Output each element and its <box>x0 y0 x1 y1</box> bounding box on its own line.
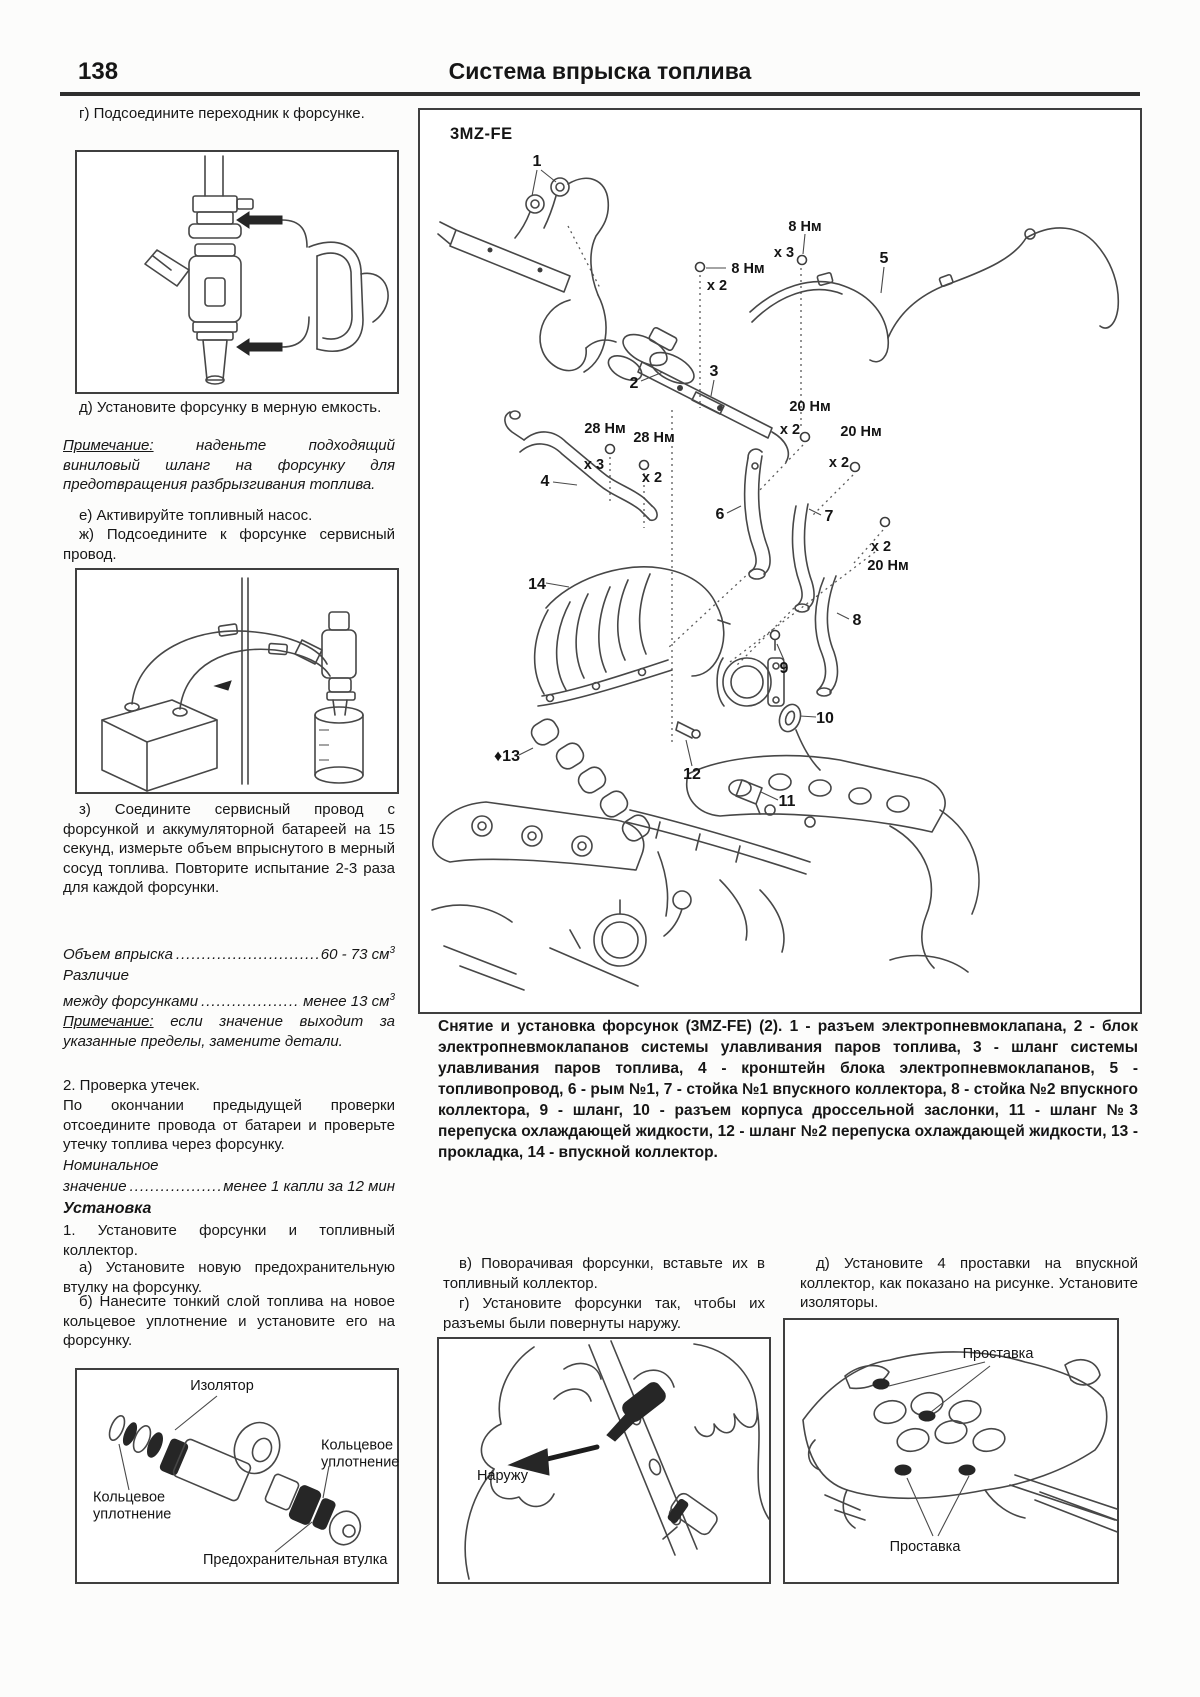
install-heading: Установка <box>63 1200 152 1217</box>
spec-nominal-dots: ........................................… <box>129 1178 221 1195</box>
step-2-heading: 2. Проверка утечек. <box>63 1077 200 1094</box>
step-g2: г) Установите форсунки так, чтобы их раз… <box>443 1295 765 1332</box>
step-2-text: По окончании предыдущей проверки отсоеди… <box>63 1097 395 1153</box>
torque-20nm-c: 20 Нм <box>867 558 909 574</box>
callout-5: 5 <box>879 250 889 267</box>
page-title: Система впрыска топлива <box>448 58 752 84</box>
spacer-label-bottom: Проставка <box>889 1538 961 1555</box>
callout-13: ♦13 <box>494 748 520 765</box>
figure-insert-injectors: Наружу <box>437 1337 771 1584</box>
spec-diff-dots: ........................................… <box>201 993 300 1010</box>
spec-volume-value: 60 - 73 см3 <box>320 945 395 963</box>
spec-nominal-line1: Номинальное <box>63 1157 159 1174</box>
torque-8nm-a: 8 Нм <box>731 261 765 277</box>
oring-left-label: Кольцевое уплотнение <box>93 1489 172 1523</box>
oring-right-label: Кольцевое уплотнение <box>321 1437 400 1471</box>
spec-volume-dots: ........................................… <box>175 946 318 963</box>
spec-volume-label: Объем впрыска <box>63 946 173 963</box>
step-z: з) Соедините сервисный провод с форсунко… <box>63 801 395 896</box>
callout-4: 4 <box>540 473 550 490</box>
figure-insert-injectors-art <box>464 1340 769 1580</box>
spec-nominal-label: значение <box>63 1178 127 1195</box>
qty-x2-20nm-a: x 2 <box>779 422 801 438</box>
engine-model-label: 3MZ-FE <box>450 125 513 143</box>
callout-9: 9 <box>779 660 789 677</box>
note-1: Примечание: наденьте подходящий виниловы… <box>63 436 395 495</box>
outward-label: Наружу <box>477 1467 528 1484</box>
callout-1: 1 <box>532 153 542 170</box>
insulator-label: Изолятор <box>190 1377 254 1394</box>
callout-12: 12 <box>683 766 701 783</box>
qty-x2-28nm-b: x 2 <box>641 470 663 486</box>
spec-diff-label: между форсунками <box>63 993 199 1010</box>
qty-x2-20nm-b: x 2 <box>828 455 850 471</box>
step-g: г) Подсоедините переходник к форсунке. <box>79 105 365 122</box>
torque-20nm-a: 20 Нм <box>789 399 831 415</box>
figure-spacers-art <box>802 1351 1117 1537</box>
step-zh: ж) Подсоедините к форсунке сервисный про… <box>63 526 395 563</box>
figure-injection-test <box>75 568 399 794</box>
callout-6: 6 <box>715 506 725 523</box>
step-d: д) Установите форсунку в мерную емкость. <box>79 399 382 416</box>
torque-28nm-a: 28 Нм <box>584 421 626 437</box>
spec-volume: Объем впрыска ..........................… <box>63 941 395 965</box>
callout-14: 14 <box>528 576 546 593</box>
qty-x3-8nm-b: x 3 <box>773 245 795 261</box>
torque-8nm-b: 8 Нм <box>788 219 822 235</box>
install-step-a: а) Установите новую предохранительную вт… <box>63 1259 395 1296</box>
callout-2: 2 <box>629 375 639 392</box>
page-number: 138 <box>78 58 119 85</box>
spec-nominal-value: менее 1 капли за 12 мин <box>223 1178 395 1195</box>
torque-28nm-b: 28 Нм <box>633 430 675 446</box>
figure-injector-adapter-art <box>144 155 389 385</box>
qty-x3-28nm-a: x 3 <box>583 457 605 473</box>
note-2-text: если значение выходит за указанные преде… <box>63 1013 395 1050</box>
figure-injector-adapter <box>75 150 399 394</box>
header-rule <box>60 92 1140 96</box>
figure-injection-test-art <box>101 577 364 792</box>
callout-8: 8 <box>852 612 862 629</box>
main-figure-caption: Снятие и установка форсунок (3MZ-FE) (2)… <box>438 1018 1138 1161</box>
figure-main-exploded-art <box>431 169 1120 991</box>
install-step-b: б) Нанесите тонкий слой топлива на новое… <box>63 1293 395 1349</box>
step-e: е) Активируйте топливный насос. <box>79 507 313 524</box>
note-1-label: Примечание: <box>63 437 154 454</box>
note-2: Примечание: если значение выходит за ука… <box>63 1012 395 1051</box>
spec-diff-line1: Различие <box>63 967 129 984</box>
install-step-1: 1. Установите форсунки и топливный колле… <box>63 1222 395 1259</box>
spec-diff: между форсунками .......................… <box>63 988 395 1012</box>
callout-7: 7 <box>824 508 834 525</box>
spec-nominal: значение ...............................… <box>63 1177 395 1197</box>
callout-3: 3 <box>709 363 719 380</box>
note-1-text: наденьте подходящий виниловый шланг на ф… <box>63 437 395 493</box>
qty-x2-8nm-a: x 2 <box>706 278 728 294</box>
torque-20nm-b: 20 Нм <box>840 424 882 440</box>
step-d2: д) Установите 4 проставки на впускной ко… <box>800 1255 1138 1311</box>
figure-injector-parts-art <box>108 1395 362 1553</box>
sleeve-label: Предохранительная втулка <box>203 1551 388 1568</box>
callout-11: 11 <box>778 793 796 810</box>
note-2-label: Примечание: <box>63 1013 154 1030</box>
spacer-label-top: Проставка <box>962 1345 1034 1362</box>
step-v: в) Поворачивая форсунки, вставьте их в т… <box>443 1255 765 1292</box>
spec-diff-value: менее 13 см3 <box>303 992 395 1010</box>
callout-10: 10 <box>816 710 834 727</box>
qty-x2-20nm-c: x 2 <box>870 539 892 555</box>
